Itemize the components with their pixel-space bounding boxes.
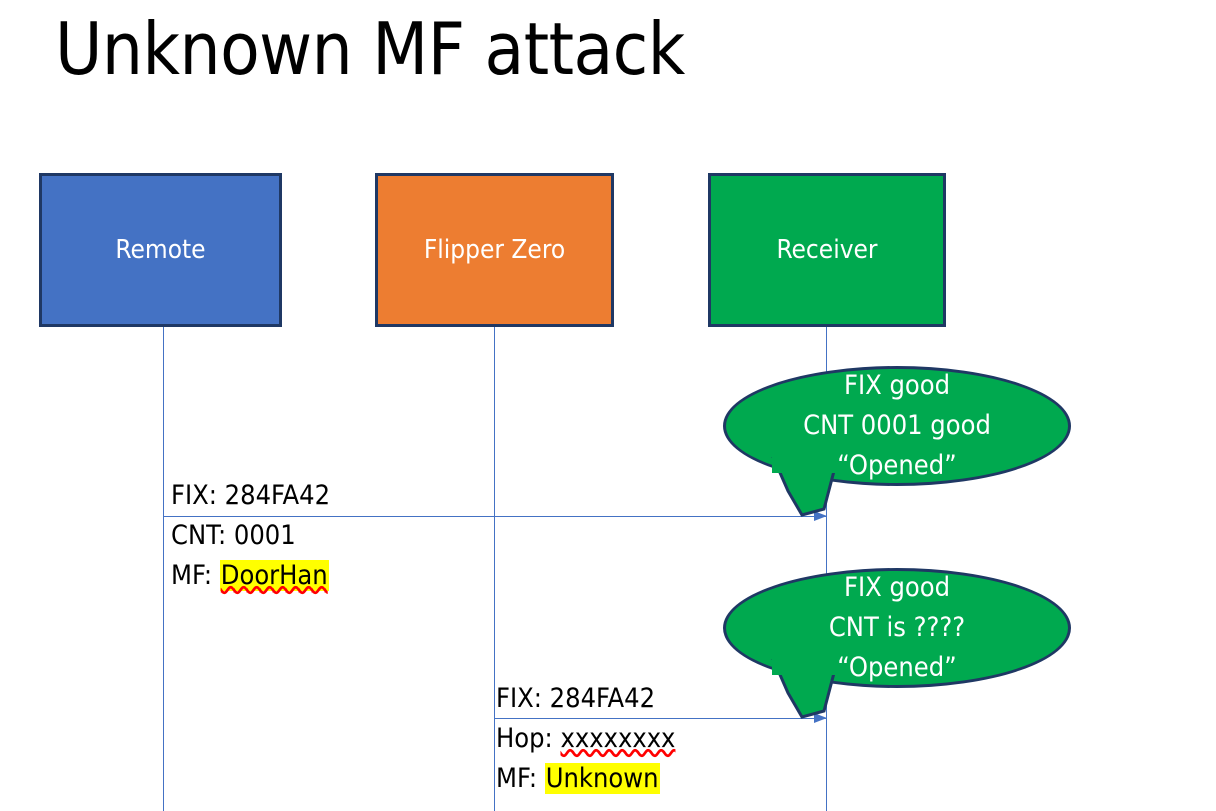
page-title: Unknown MF attack — [55, 7, 685, 91]
message-line: FIX: 284FA42 — [496, 679, 675, 719]
bubble-line-2: CNT is ???? — [828, 612, 966, 643]
bubble-line-1: FIX good — [843, 370, 951, 401]
actor-label-flipper: Flipper Zero — [423, 235, 566, 265]
lifeline-receiver — [826, 327, 827, 811]
message-line-value-highlighted: Unknown — [544, 763, 660, 794]
speech-bubble-first-response: FIX good CNT 0001 good “Opened” — [723, 366, 1071, 486]
message-line-prefix: Hop: — [496, 723, 561, 754]
bubble-line-3: “Opened” — [837, 652, 957, 683]
actor-box-receiver[interactable]: Receiver — [708, 173, 946, 327]
message-arrow-flipper-to-receiver — [494, 713, 827, 723]
lifeline-remote — [163, 327, 164, 811]
message-line: CNT: 0001 — [171, 516, 330, 556]
message-line: MF: DoorHan — [171, 556, 330, 596]
message-line-value: xxxxxxxx — [560, 723, 676, 754]
message-line: FIX: 284FA42 — [171, 476, 330, 516]
message-line: Hop: xxxxxxxx — [496, 719, 675, 759]
message-line-value: 284FA42 — [224, 480, 331, 511]
message-line-value: 284FA42 — [549, 683, 656, 714]
actor-box-remote[interactable]: Remote — [39, 173, 282, 327]
bubble-line-3: “Opened” — [837, 450, 957, 481]
actor-label-remote: Remote — [115, 235, 206, 265]
speech-bubble-tail-second — [771, 658, 836, 719]
message-line-prefix: FIX: — [171, 480, 225, 511]
message-line-value-highlighted: DoorHan — [219, 560, 329, 591]
lifeline-flipper — [494, 327, 495, 811]
message-line-prefix: FIX: — [496, 683, 550, 714]
message-line: MF: Unknown — [496, 759, 675, 799]
actor-box-flipper[interactable]: Flipper Zero — [375, 173, 614, 327]
bubble-line-2: CNT 0001 good — [803, 410, 991, 441]
message-line-prefix: MF: — [171, 560, 220, 591]
bubble-line-1: FIX good — [843, 572, 951, 603]
speech-bubble-tail-first — [771, 456, 836, 517]
message-line-value: 0001 — [233, 520, 296, 551]
message-label-msg1: FIX: 284FA42 CNT: 0001 MF: DoorHan — [171, 476, 330, 596]
message-line-prefix: CNT: — [171, 520, 234, 551]
message-line-prefix: MF: — [496, 763, 545, 794]
message-arrow-remote-to-receiver — [163, 511, 827, 521]
actor-label-receiver: Receiver — [776, 235, 878, 265]
message-label-msg2: FIX: 284FA42 Hop: xxxxxxxx MF: Unknown — [496, 679, 675, 799]
